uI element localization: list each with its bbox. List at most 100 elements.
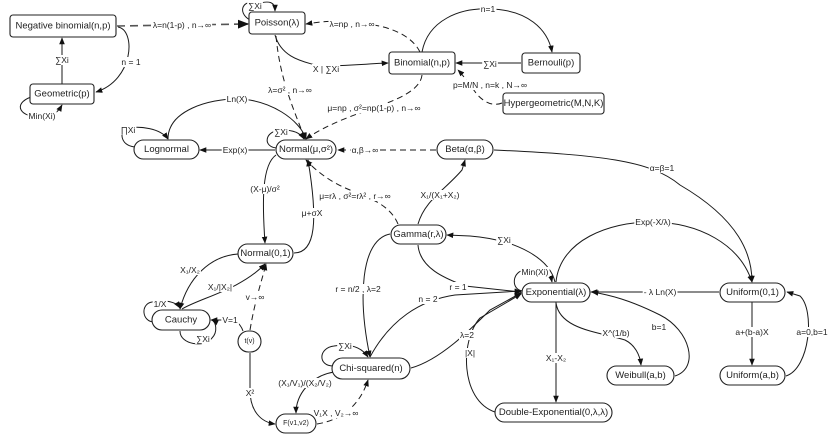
edge-normal01-normal [293, 159, 315, 254]
edge-label-bg [267, 85, 313, 95]
edge-label-bg [459, 330, 476, 340]
node-box [606, 365, 675, 386]
edge-label-doubleexp-exponential: |X| [465, 348, 475, 358]
edge-label-bg [642, 287, 678, 297]
node-hypergeo: Hypergeometric(M,N,K) [502, 92, 605, 115]
edge-label-bg [152, 299, 168, 309]
edge-label-poisson-binomial: X | ∑Xi [313, 64, 339, 74]
edge-label-bg [496, 235, 512, 245]
edge-label-geometric-negbin: ∑Xi [55, 55, 69, 65]
edge-chisq-self [321, 344, 369, 367]
edge-label-bg [463, 348, 477, 358]
edge-label-chisq-exponential-l2: λ=2 [460, 330, 474, 340]
node-normal: Normal(μ,σ²) [275, 139, 337, 160]
node-label: Cauchy [165, 315, 197, 326]
edge-label-bg [277, 378, 333, 388]
edge-poisson-normal [275, 35, 306, 140]
node-uniform01: Uniform(0,1) [719, 282, 786, 303]
node-uniformab: Uniform(a,b) [719, 365, 786, 386]
edge-label-poisson-self: ∑Xi [248, 1, 262, 11]
node-box [390, 224, 447, 245]
edge-label-bg [451, 80, 529, 90]
edge-label-lognormal-self: ∏Xi [121, 125, 136, 135]
edge-label-bg [417, 294, 439, 304]
edge-exponential-uniform01 [555, 221, 753, 283]
node-gamma: Gamma(r,λ) [390, 224, 447, 245]
node-label: Poisson(λ) [255, 18, 300, 29]
nodes-layer: Negative binomial(n,p) Poisson(λ) Geometri… [9, 11, 786, 434]
edge-label-binomial-bernoulli: n=1 [481, 4, 496, 14]
edge-label-bg [334, 284, 382, 294]
edge-label-bg [312, 408, 360, 418]
node-box [275, 413, 317, 434]
edge-label-binomial-normal: μ=np , σ²=np(1-p) , n→∞ [327, 103, 420, 113]
edge-weibull-exponential [591, 290, 690, 377]
node-label: F(v1,v2) [283, 420, 309, 427]
edge-chisq-exponential-l2 [410, 292, 522, 369]
node-label: Uniform(0,1) [726, 287, 779, 298]
edge-label-bg [195, 334, 211, 344]
edge-label-gamma-normal: μ=rλ , σ²=rλ² , r→∞ [319, 191, 390, 201]
edge-label-bg [273, 127, 289, 137]
node-box [436, 139, 494, 160]
edge-label-bg [328, 19, 376, 29]
edge-label-bg [318, 191, 392, 201]
edge-label-gamma-beta: X₁/(X₁+X₂) [420, 190, 459, 200]
edge-beta-uniform01 [493, 149, 755, 283]
node-label: t(v) [244, 338, 254, 345]
edge-label-bg [300, 208, 324, 218]
edge-label-bernoulli-binomial: ∑Xi [483, 59, 497, 69]
edge-label-exponential-uniform01: Exp(-X/λ) [635, 217, 671, 227]
edge-label-normal-normal01: (X-μ)/σ² [250, 184, 280, 194]
edge-label-normal01-normal: μ+σX [302, 208, 323, 218]
edge-label-bg [221, 315, 239, 325]
node-label: Bernouli(p) [528, 58, 574, 69]
node-box [237, 330, 262, 353]
node-box [494, 402, 613, 423]
edge-label-bg [221, 145, 249, 155]
edge-label-bg [54, 55, 70, 65]
edge-label-exponential-gamma: ∑Xi [497, 235, 511, 245]
edge-label-negbin-poisson: λ=n(1-p) , n→∞ [153, 20, 211, 30]
node-box [521, 52, 581, 74]
node-negbin: Negative binomial(n,p) [9, 14, 117, 38]
edge-label-hypergeo-binomial: p=M/N , n=k , N→∞ [453, 80, 527, 90]
edge-label-lognormal-normal: Ln(X) [227, 94, 248, 104]
edge-label-bg [326, 103, 422, 113]
edge-label-bg [27, 111, 57, 121]
node-label: Negative binomial(n,p) [15, 21, 110, 32]
node-box [719, 365, 786, 386]
node-normal01: Normal(0,1) [237, 243, 294, 264]
edge-label-bg [650, 322, 668, 332]
node-label: Chi-squared(n) [339, 363, 402, 374]
edge-gamma-chisq [362, 233, 391, 358]
node-label: Normal(0,1) [240, 248, 290, 259]
edge-label-beta-normal: α,β→∞ [352, 145, 379, 155]
edge-tdist-normal01 [249, 263, 268, 331]
node-box [275, 139, 337, 160]
node-label: Geometric(p) [34, 89, 89, 100]
edge-label-bg [120, 57, 142, 67]
edge-label-bg [206, 282, 234, 292]
node-box [388, 51, 456, 75]
edge-label-cauchy-self-sum: ∑Xi [196, 334, 210, 344]
edge-label-gamma-exponential: r = 1 [449, 282, 467, 292]
node-chisq: Chi-squared(n) [331, 357, 411, 380]
edge-label-bg [311, 64, 341, 74]
edge-label-normal-self: ∑Xi [274, 127, 288, 137]
edge-label-uniform01-exponential: - λ Ln(X) [644, 287, 677, 297]
edge-chisq-exponential-n2 [369, 288, 522, 358]
node-beta: Beta(α,β) [436, 139, 494, 160]
edge-label-bg [225, 94, 249, 104]
edge-gamma-normal [305, 159, 399, 225]
edge-label-tdist-fdist: X² [246, 388, 255, 398]
edge-label-bg [479, 4, 497, 14]
node-box [719, 282, 786, 303]
node-doubleexp: Double-Exponential(0,λ,λ) [494, 402, 613, 423]
edge-label-cauchy-normal01: X₁/|X₂| [208, 282, 232, 292]
edge-normal01-cauchy [178, 253, 239, 310]
node-label: Hypergeometric(M,N,K) [504, 98, 604, 109]
edge-label-normal-lognormal: Exp(x) [223, 145, 248, 155]
